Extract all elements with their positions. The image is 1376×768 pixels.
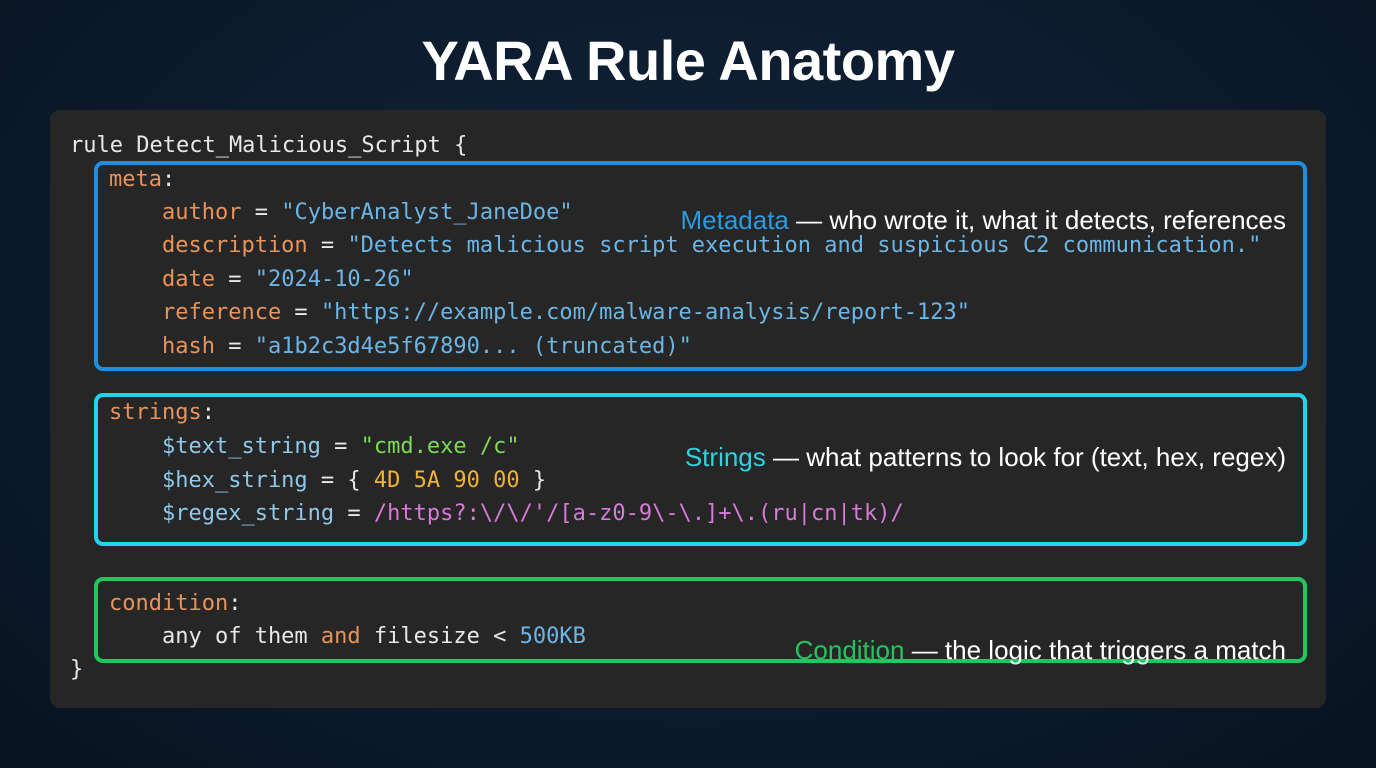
code-token: filesize < xyxy=(360,624,520,649)
annotation-text: — the logic that triggers a match xyxy=(904,635,1286,665)
code-token: = xyxy=(334,501,374,526)
code-token: : xyxy=(228,591,242,616)
code-token: 500KB xyxy=(519,624,586,649)
code-token: "a1b2c3d4e5f67890... (truncated)" xyxy=(254,334,692,359)
code-token: = xyxy=(214,267,255,292)
code-token: = xyxy=(214,334,255,359)
code-token: } xyxy=(519,468,547,493)
code-token: $hex_string xyxy=(109,468,308,493)
condition-section-box xyxy=(94,577,1307,663)
code-token: } xyxy=(70,657,84,682)
code-token: = xyxy=(320,434,361,459)
code-token: = { xyxy=(307,468,374,493)
code-token: rule Detect_Malicious_Script { xyxy=(70,133,468,158)
code-token: strings xyxy=(109,400,202,425)
annotation-label: Strings xyxy=(684,442,766,472)
code-token: /https?:\/\/'/[a-z0-9\-\.]+\.(ru|cn|tk)/ xyxy=(373,501,904,526)
code-line-meta-author: author = "CyberAnalyst_JaneDoe" xyxy=(109,198,573,228)
code-line-rule-header: rule Detect_Malicious_Script { xyxy=(70,131,467,161)
annotation-condition: Condition — the logic that triggers a ma… xyxy=(780,605,1286,665)
strings-section-box xyxy=(94,393,1307,546)
code-token: "https://example.com/malware-analysis/re… xyxy=(320,300,970,325)
code-line-meta-hash: hash = "a1b2c3d4e5f67890... (truncated)" xyxy=(109,332,692,362)
annotation-metadata: Metadata — who wrote it, what it detects… xyxy=(666,175,1286,235)
code-line-meta-reference: reference = "https://example.com/malware… xyxy=(109,298,970,328)
annotation-text: — what patterns to look for (text, hex, … xyxy=(765,442,1286,472)
annotation-label: Condition xyxy=(794,635,905,665)
meta-section-box xyxy=(94,161,1307,371)
code-token: and xyxy=(320,624,361,649)
code-line-strings-keyword: strings: xyxy=(109,398,215,428)
code-token: "Detects malicious script execution and … xyxy=(347,233,1262,258)
annotation-label: Metadata xyxy=(680,205,789,235)
code-token: description xyxy=(109,233,308,258)
code-token: : xyxy=(161,167,176,192)
code-token: $text_string xyxy=(109,434,321,459)
code-token: "2024-10-26" xyxy=(254,267,414,292)
code-token: reference xyxy=(109,300,282,325)
code-token: = xyxy=(281,300,321,325)
code-line-condition-keyword: condition: xyxy=(109,589,241,619)
code-line-string-text: $text_string = "cmd.exe /c" xyxy=(109,432,520,462)
code-card xyxy=(50,110,1326,708)
code-token: condition xyxy=(109,591,229,616)
code-token: author xyxy=(109,200,242,225)
page-title: YARA Rule Anatomy xyxy=(421,29,955,92)
code-token: = xyxy=(241,200,282,225)
code-token: : xyxy=(201,400,215,425)
code-token: date xyxy=(109,267,215,292)
code-token: hash xyxy=(109,334,215,359)
code-line-string-hex: $hex_string = { 4D 5A 90 00 } xyxy=(109,466,546,496)
annotation-strings: Strings — what patterns to look for (tex… xyxy=(670,412,1286,472)
code-token: "cmd.exe /c" xyxy=(360,434,520,459)
code-token: $regex_string xyxy=(109,501,335,526)
code-token: 4D 5A 90 00 xyxy=(373,468,520,493)
code-token: = xyxy=(307,233,348,258)
annotation-text: — who wrote it, what it detects, referen… xyxy=(788,205,1286,235)
code-token: meta xyxy=(109,167,162,192)
code-line-meta-description: description = "Detects malicious script … xyxy=(109,231,1261,261)
code-line-meta-keyword: meta: xyxy=(109,165,175,195)
code-token: any of them xyxy=(109,624,321,649)
code-line-string-regex: $regex_string = /https?:\/\/'/[a-z0-9\-\… xyxy=(109,499,904,529)
code-line-rule-close: } xyxy=(70,655,83,685)
code-token: "CyberAnalyst_JaneDoe" xyxy=(281,200,573,225)
code-line-meta-date: date = "2024-10-26" xyxy=(109,265,414,295)
code-line-condition-expression: any of them and filesize < 500KB xyxy=(109,622,586,652)
